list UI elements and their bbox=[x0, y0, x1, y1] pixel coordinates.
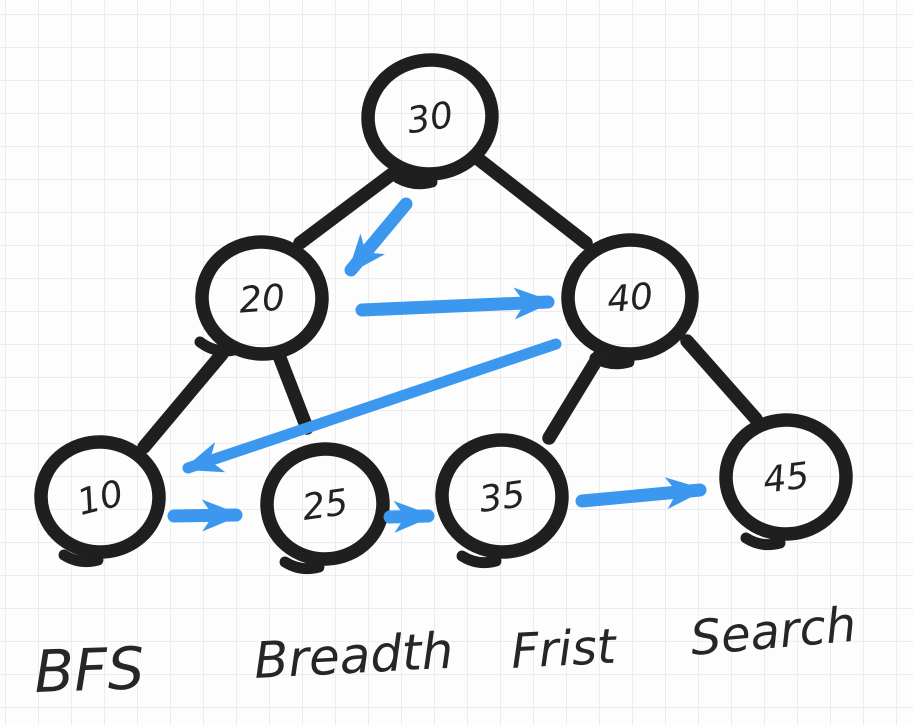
node-value-40: 40 bbox=[606, 276, 655, 321]
node-stroke-tail-30 bbox=[392, 172, 438, 190]
bfs-arrow-10-25 bbox=[167, 499, 243, 532]
node-value-30: 30 bbox=[404, 95, 456, 143]
bfs-arrow-35-45 bbox=[575, 477, 707, 510]
node-stroke-tail-45 bbox=[740, 532, 786, 551]
node-value-25: 25 bbox=[300, 482, 351, 529]
caption-row: BFS Breadth Frist Search bbox=[33, 597, 858, 706]
node-value-10: 10 bbox=[73, 473, 127, 524]
tree-nodes: 30 20 40 10 25 35 45 bbox=[34, 53, 853, 575]
node-stroke-tail-35 bbox=[456, 550, 502, 569]
node-stroke-tail-40 bbox=[589, 352, 635, 370]
bfs-arrow-25-35 bbox=[383, 500, 435, 533]
node-value-45: 45 bbox=[761, 455, 811, 501]
tree-edges bbox=[137, 151, 763, 454]
edge-40-35 bbox=[542, 349, 606, 445]
caption-frist: Frist bbox=[510, 618, 619, 680]
node-stroke-tail-10 bbox=[58, 549, 104, 568]
bfs-arrows bbox=[167, 197, 707, 533]
node-stroke-tail-20 bbox=[194, 336, 240, 357]
tree-node-40: 40 bbox=[561, 233, 699, 370]
edge-20-10 bbox=[137, 347, 229, 454]
edge-30-40 bbox=[470, 151, 593, 250]
node-circle-45 bbox=[719, 413, 853, 541]
tree-node-45: 45 bbox=[719, 413, 853, 551]
bfs-arrow-30-20 bbox=[344, 197, 413, 277]
tree-node-25: 25 bbox=[260, 442, 390, 575]
node-stroke-tail-25 bbox=[279, 556, 325, 575]
tree-node-35: 35 bbox=[435, 433, 569, 569]
edge-40-45 bbox=[680, 334, 763, 426]
node-circle-10 bbox=[34, 435, 166, 559]
caption-breadth: Breadth bbox=[253, 622, 455, 690]
tree-node-20: 20 bbox=[194, 235, 329, 361]
node-circle-40 bbox=[561, 233, 699, 361]
caption-bfs: BFS bbox=[33, 634, 145, 706]
node-circle-25 bbox=[260, 442, 390, 566]
node-circle-30 bbox=[361, 53, 499, 181]
edge-20-25 bbox=[271, 346, 314, 435]
tree-node-30: 30 bbox=[361, 53, 499, 190]
caption-search: Search bbox=[688, 597, 858, 667]
node-circle-35 bbox=[435, 433, 569, 559]
bfs-arrow-20-40 bbox=[355, 287, 555, 320]
node-value-35: 35 bbox=[477, 474, 528, 521]
edge-30-20 bbox=[293, 167, 399, 250]
node-value-20: 20 bbox=[238, 277, 287, 321]
bfs-arrow-40-10 bbox=[182, 338, 562, 474]
node-circle-20 bbox=[195, 235, 329, 361]
tree-node-10: 10 bbox=[34, 435, 166, 568]
